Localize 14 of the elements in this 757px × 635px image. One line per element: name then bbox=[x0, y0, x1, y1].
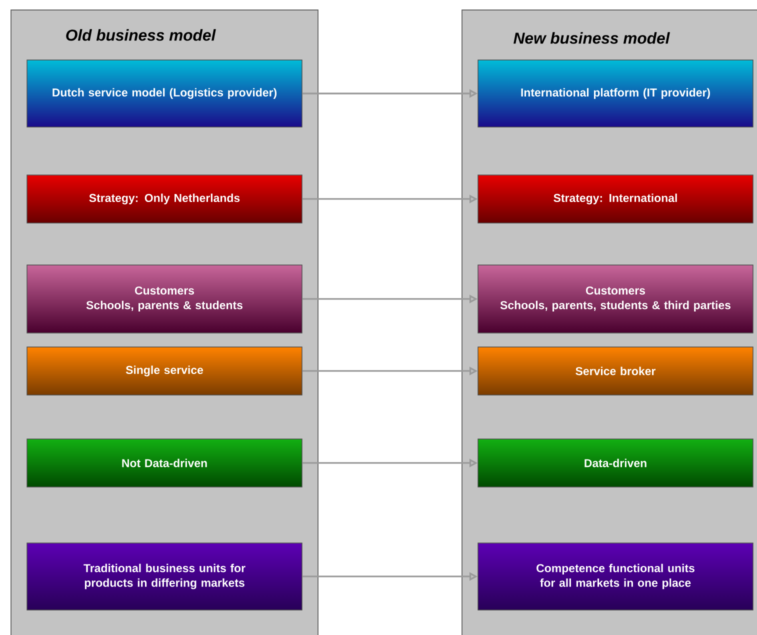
text-box: Traditional business units for products in differing markets bbox=[26, 542, 302, 610]
text-box: Not Data-driven bbox=[26, 438, 302, 488]
text-box: Strategy: Only Netherlands bbox=[26, 174, 302, 224]
text-box: Competence functional units for all markets in one place bbox=[478, 542, 754, 610]
text-box: Single service bbox=[26, 346, 302, 396]
text-box: Service broker bbox=[478, 346, 754, 396]
text-box: Strategy: International bbox=[478, 174, 754, 224]
text-box: Data-driven bbox=[478, 438, 754, 488]
text-box: Customers Schools, parents, students & third parties bbox=[478, 264, 754, 334]
panel-title: New business model bbox=[514, 32, 670, 44]
text-box: Customers Schools, parents & students bbox=[26, 264, 302, 334]
panel-title: Old business model bbox=[66, 29, 216, 41]
text-box: International platform (IT provider) bbox=[478, 60, 754, 128]
text-box: Dutch service model (Logistics provider) bbox=[26, 60, 302, 128]
